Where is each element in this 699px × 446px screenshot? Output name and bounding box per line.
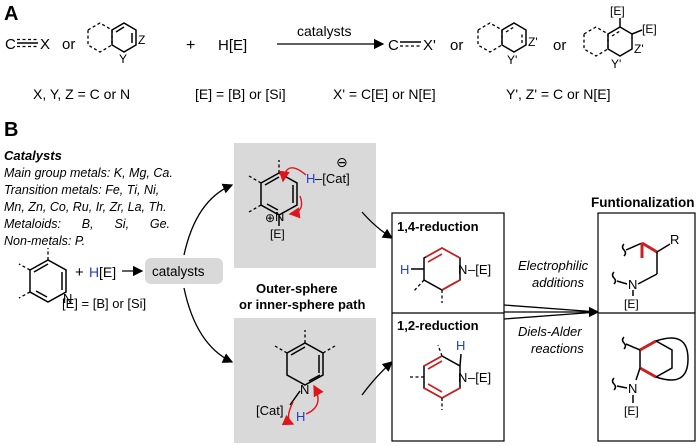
panel-a: A C X or Y Z + H[E] catalysts C X'	[4, 3, 657, 102]
bottom-intermediate-panel	[234, 318, 376, 443]
reduction-12: 1,2-reduction H N –[E]	[397, 318, 491, 410]
func-top-n: N	[628, 277, 637, 292]
reduction-14-title: 1,4-reduction	[397, 219, 479, 234]
arrow-label-a: catalysts	[297, 23, 351, 39]
catalysts-box-label: catalysts	[152, 264, 205, 279]
plus-b: +	[75, 264, 84, 281]
double-bond-product: C X'	[388, 37, 436, 54]
red12-e: –[E]	[468, 370, 491, 385]
pyridine-substrate: N	[18, 248, 72, 306]
top-e: [E]	[270, 227, 285, 241]
catalysts-title: Catalysts	[4, 148, 62, 163]
red14-n: N	[458, 262, 467, 277]
top-n: N	[275, 209, 284, 224]
red12-n: N	[458, 370, 467, 385]
func-top: R N [E]	[611, 232, 679, 311]
bottom-cat: [Cat]	[256, 403, 283, 418]
red14-e: –[E]	[468, 262, 491, 277]
prod-ring-z: Z'	[528, 35, 538, 49]
functionalization-title: Funtionalization	[591, 195, 695, 210]
triple-x: X	[40, 36, 50, 53]
or-1: or	[62, 36, 75, 53]
heteroarene-reactant: Y Z	[87, 22, 145, 66]
top-minus: ⊖	[336, 154, 348, 170]
panel-b-label: B	[4, 119, 18, 141]
catalyst-line-0: Main group metals: K, Mg, Ca.	[4, 166, 173, 180]
top-h: H	[306, 171, 315, 186]
or-2: or	[450, 37, 463, 54]
plus-a: +	[186, 37, 195, 54]
top-plus: ⊕	[265, 211, 275, 225]
bottom-intermediate: N [Cat] H	[256, 330, 336, 426]
reduction-12-title: 1,2-reduction	[397, 318, 479, 333]
prod2-e1: [E]	[610, 4, 625, 18]
top-intermediate: ⊕ N [E] H –[Cat] ⊖	[248, 154, 350, 241]
catalysts-list: Catalysts Main group metals: K, Mg, Ca. …	[4, 148, 173, 248]
top-cat: –[Cat]	[315, 171, 350, 186]
note-xyz: X, Y, Z = C or N	[33, 86, 130, 102]
route-2-line-2: reactions	[531, 341, 584, 356]
dihydro-product: Y' Z'	[477, 22, 538, 67]
func-bottom: N [E]	[611, 336, 689, 418]
catalyst-line-4: Non-metals: P.	[4, 234, 85, 248]
panel-b: B Catalysts Main group metals: K, Mg, Ca…	[4, 119, 696, 443]
func-top-r: R	[670, 232, 679, 247]
route-1-line-2: additions	[532, 275, 585, 290]
catalysts-box	[145, 258, 223, 284]
prod2-e2: [E]	[642, 22, 657, 36]
top-intermediate-panel	[234, 143, 376, 268]
functionalization-box	[597, 212, 696, 442]
reagent-e: [E]	[99, 264, 116, 280]
bottom-h: H	[296, 409, 305, 424]
path-line-1: Outer-sphere	[256, 281, 338, 296]
path-line-2: or inner-sphere path	[239, 297, 365, 312]
pyridine-n: N	[63, 291, 72, 306]
or-3: or	[553, 37, 566, 54]
catalyst-line-3: Metaloids: B, Si, Ge.	[4, 217, 170, 231]
bottom-n: N	[300, 382, 309, 397]
prod-ring-y: Y'	[507, 53, 517, 67]
panel-a-label: A	[4, 3, 18, 25]
ring-y: Y	[119, 52, 127, 66]
note-x-prime: X' = C[E] or N[E]	[333, 86, 436, 102]
reagent-he: H[E]	[218, 37, 247, 54]
func-top-e: [E]	[624, 297, 639, 311]
route-2-line-1: Diels-Alder	[518, 324, 582, 339]
func-bottom-e: [E]	[624, 404, 639, 418]
catalyst-line-1: Transition metals: Fe, Ti, Ni,	[4, 183, 159, 197]
func-bottom-n: N	[628, 381, 637, 396]
route-1-line-1: Electrophilic	[518, 258, 589, 273]
red12-h: H	[456, 338, 465, 353]
triple-bond-reactant: C X	[5, 36, 50, 53]
note-e: [E] = [B] or [Si]	[195, 86, 286, 102]
prod-x: X'	[423, 37, 436, 54]
triple-c: C	[5, 36, 16, 53]
ring-z: Z	[138, 33, 145, 47]
reagent-h-blue: H	[89, 264, 99, 280]
prod2-z: Z'	[634, 42, 644, 56]
red14-h: H	[400, 262, 409, 277]
tetrahydro-product: [E] [E] Y' Z'	[583, 4, 657, 71]
catalyst-line-2: Mn, Zn, Co, Ru, Ir, Zr, La, Th.	[4, 200, 167, 214]
e-definition: [E] = [B] or [Si]	[62, 296, 146, 311]
note-yz-prime: Y', Z' = C or N[E]	[506, 86, 611, 102]
reduction-14: 1,4-reduction H N –[E]	[397, 219, 491, 303]
prod2-y: Y'	[611, 57, 621, 71]
prod-c: C	[388, 37, 399, 54]
